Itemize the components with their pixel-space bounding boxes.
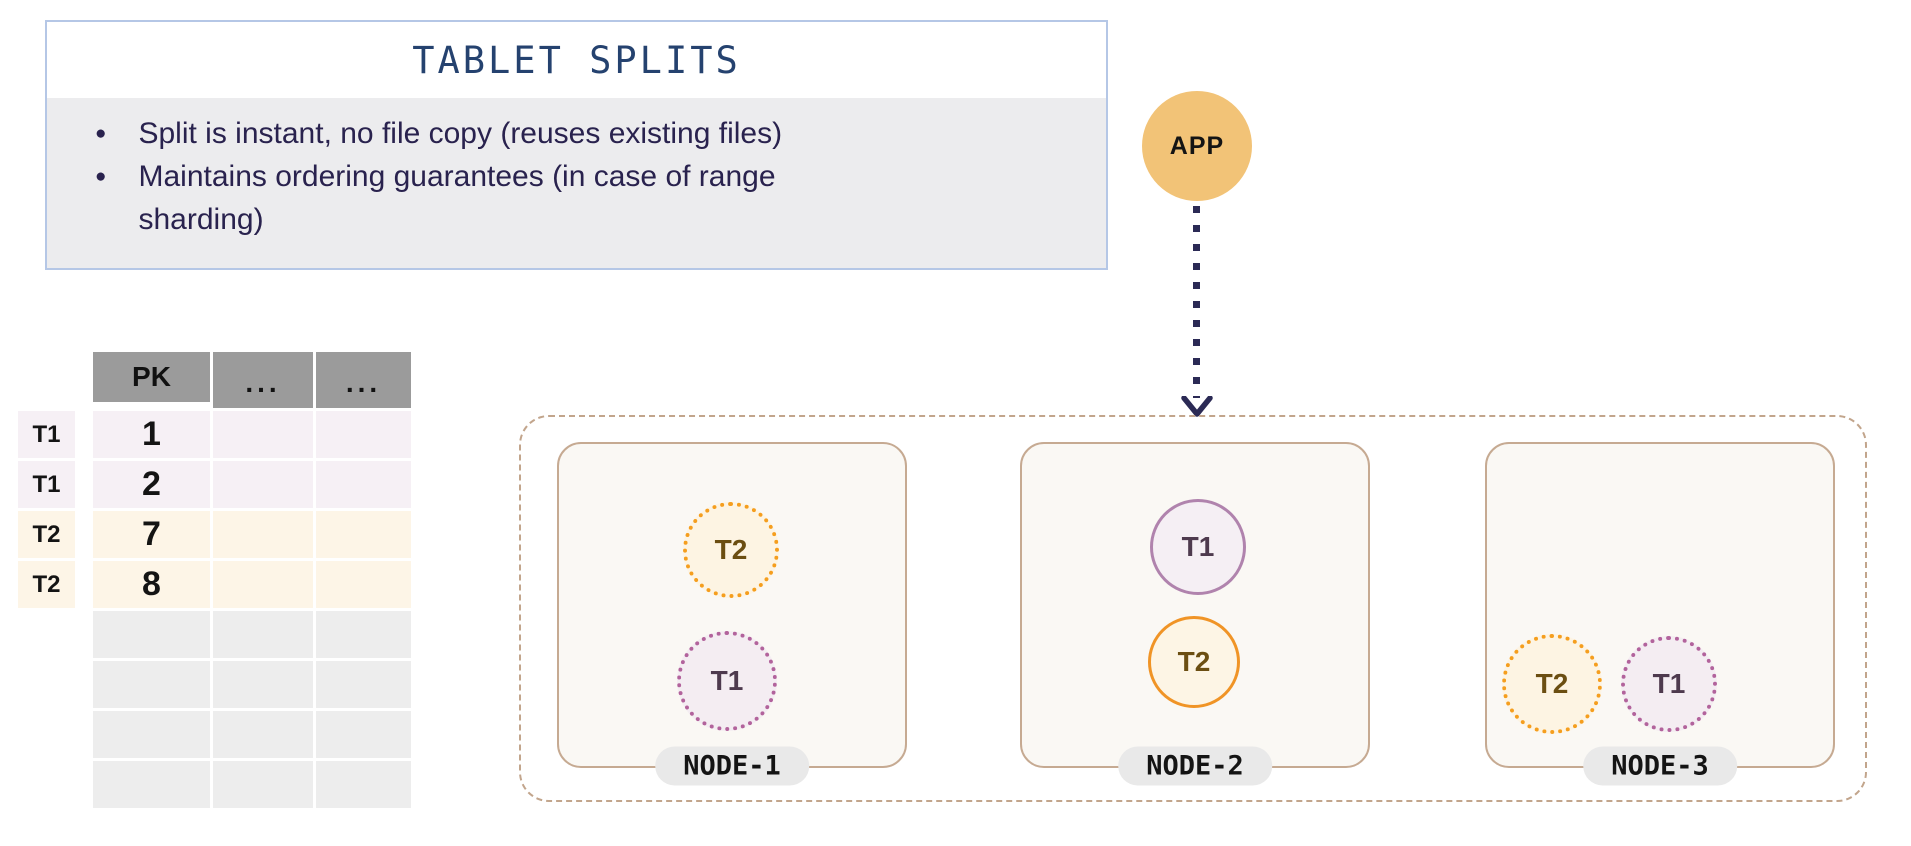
table-cell [93,611,210,658]
bullet-line: Split is instant, no file copy (reuses e… [138,117,783,150]
bullet-line: sharding) [138,203,264,236]
table-row [18,711,411,758]
table-cell [213,611,313,658]
table-row: T2 7 [18,511,411,558]
table-cell [93,661,210,708]
row-label [18,611,75,658]
bullet-text: Split is instant, no file copy (reuses e… [138,112,782,155]
pk-cell: 1 [93,411,210,458]
header-cell-ellipsis: ... [213,352,313,408]
table-row: T1 1 [18,411,411,458]
table-row: T2 8 [18,561,411,608]
node-card-3: T2 T1 NODE-3 [1485,442,1835,786]
table-cell [213,711,313,758]
row-label: T2 [18,511,75,558]
table-cell [316,511,411,558]
table-row [18,661,411,708]
tablet-label: T1 [1181,531,1215,562]
bullet-item: Maintains ordering guarantees (in case o… [93,155,1066,241]
table-row: T1 2 [18,461,411,508]
node-badge: NODE-2 [1118,746,1272,786]
tablet-circle-t2: T2 [1502,634,1602,734]
table-cell [213,511,313,558]
tablet-label: T2 [1177,646,1211,677]
table-cell [316,661,411,708]
table-cell [213,761,313,808]
cluster-container: T2 T1 NODE-1 T1 T2 NODE-2 T2 T1 NODE-3 [519,415,1867,802]
app-circle: APP [1142,91,1252,201]
bullet-text: Maintains ordering guarantees (in case o… [138,155,775,241]
pk-cell: 7 [93,511,210,558]
table-header-row: PK ... ... [18,352,411,408]
tablet-circle-t2: T2 [683,502,779,598]
info-box-title: TABLET SPLITS [47,22,1106,98]
table-cell [316,411,411,458]
row-label: T1 [18,461,75,508]
node-badge: NODE-1 [655,746,809,786]
node-card-1: T2 T1 NODE-1 [557,442,907,786]
tablet-circle-t1: T1 [1621,636,1717,732]
tablet-label: T2 [1535,668,1569,699]
row-label [18,761,75,808]
app-label: APP [1169,131,1225,160]
table-row [18,761,411,808]
row-label: T1 [18,411,75,458]
table-cell [213,561,313,608]
table-cell [316,761,411,808]
bullet-line: Maintains ordering guarantees (in case o… [138,160,776,193]
row-label [18,711,75,758]
pk-cell: 8 [93,561,210,608]
tablet-label: T1 [710,665,744,696]
bullet-item: Split is instant, no file copy (reuses e… [93,112,1066,155]
tablet-circle-t1: T1 [1150,499,1246,595]
pk-table: PK ... ... T1 1 T1 2 T2 7 T2 8 [18,352,411,811]
table-cell [316,561,411,608]
tablet-circle-t1: T1 [677,631,777,731]
table-cell [316,461,411,508]
table-row [18,611,411,658]
row-label [18,661,75,708]
table-cell [213,661,313,708]
info-box: TABLET SPLITS Split is instant, no file … [45,20,1108,270]
tablet-label: T2 [714,534,748,565]
dotted-arrow-line [1193,206,1200,398]
table-cell [93,761,210,808]
tablet-label: T1 [1652,668,1686,699]
header-cell-pk: PK [93,352,210,402]
tablet-circle-t2: T2 [1148,616,1240,708]
bullet-list: Split is instant, no file copy (reuses e… [47,98,1106,268]
header-cell-ellipsis: ... [316,352,411,408]
table-cell [93,711,210,758]
pk-cell: 2 [93,461,210,508]
table-cell [316,611,411,658]
table-cell [213,411,313,458]
row-label: T2 [18,561,75,608]
header-label-spacer [18,352,75,402]
arrow-head-icon [1181,396,1213,417]
node-badge: NODE-3 [1583,746,1737,786]
node-card-2: T1 T2 NODE-2 [1020,442,1370,786]
table-cell [316,711,411,758]
table-cell [213,461,313,508]
